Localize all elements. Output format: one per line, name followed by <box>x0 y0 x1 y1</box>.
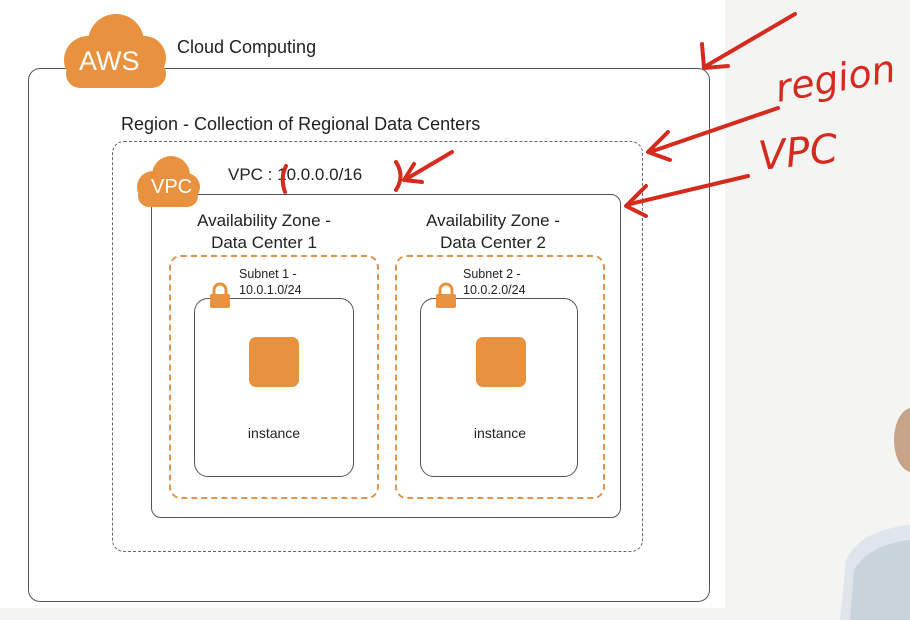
vpc-logo-text: VPC <box>151 176 193 198</box>
subnet-2-box <box>420 298 578 477</box>
availability-zone-2-box <box>395 255 605 499</box>
subnet-1-line1: Subnet 1 - <box>239 267 297 281</box>
az1-title-line1: Availability Zone - <box>197 211 331 230</box>
az2-title-line1: Availability Zone - <box>426 211 560 230</box>
presenter-figure <box>840 408 910 620</box>
cloud-computing-box <box>28 68 710 602</box>
vpc-title: VPC : 10.0.0.0/16 <box>228 165 363 184</box>
aws-logo-text: AWS <box>79 46 140 76</box>
availability-zone-2-title: Availability Zone - Data Center 2 <box>393 210 593 254</box>
instance-icon <box>476 337 526 387</box>
subnet-2-line1: Subnet 2 - <box>463 267 521 281</box>
availability-zone-1-box <box>169 255 379 499</box>
instance-2-label: instance <box>473 425 527 441</box>
region-box <box>112 141 643 552</box>
vpc-box <box>151 194 621 518</box>
subnet-2-cidr: 10.0.2.0/24 <box>463 283 526 297</box>
instance-icon <box>249 337 299 387</box>
cloud-computing-title: Cloud Computing <box>177 37 317 57</box>
vpc-cloud-icon <box>137 156 200 207</box>
subnet-1-cidr: 10.0.1.0/24 <box>239 283 302 297</box>
subnet-2-title: Subnet 2 - 10.0.2.0/24 <box>463 266 526 298</box>
instance-1-label: instance <box>247 425 301 441</box>
aws-cloud-icon <box>64 14 166 88</box>
video-background <box>725 0 910 608</box>
subnet-1-box <box>194 298 354 477</box>
availability-zone-1-title: Availability Zone - Data Center 1 <box>164 210 364 254</box>
subnet-1-title: Subnet 1 - 10.0.1.0/24 <box>239 266 302 298</box>
lock-icon <box>436 282 456 308</box>
az1-title-line2: Data Center 1 <box>211 233 317 252</box>
region-title: Region - Collection of Regional Data Cen… <box>121 114 481 134</box>
lock-icon <box>210 282 230 308</box>
az2-title-line2: Data Center 2 <box>440 233 546 252</box>
